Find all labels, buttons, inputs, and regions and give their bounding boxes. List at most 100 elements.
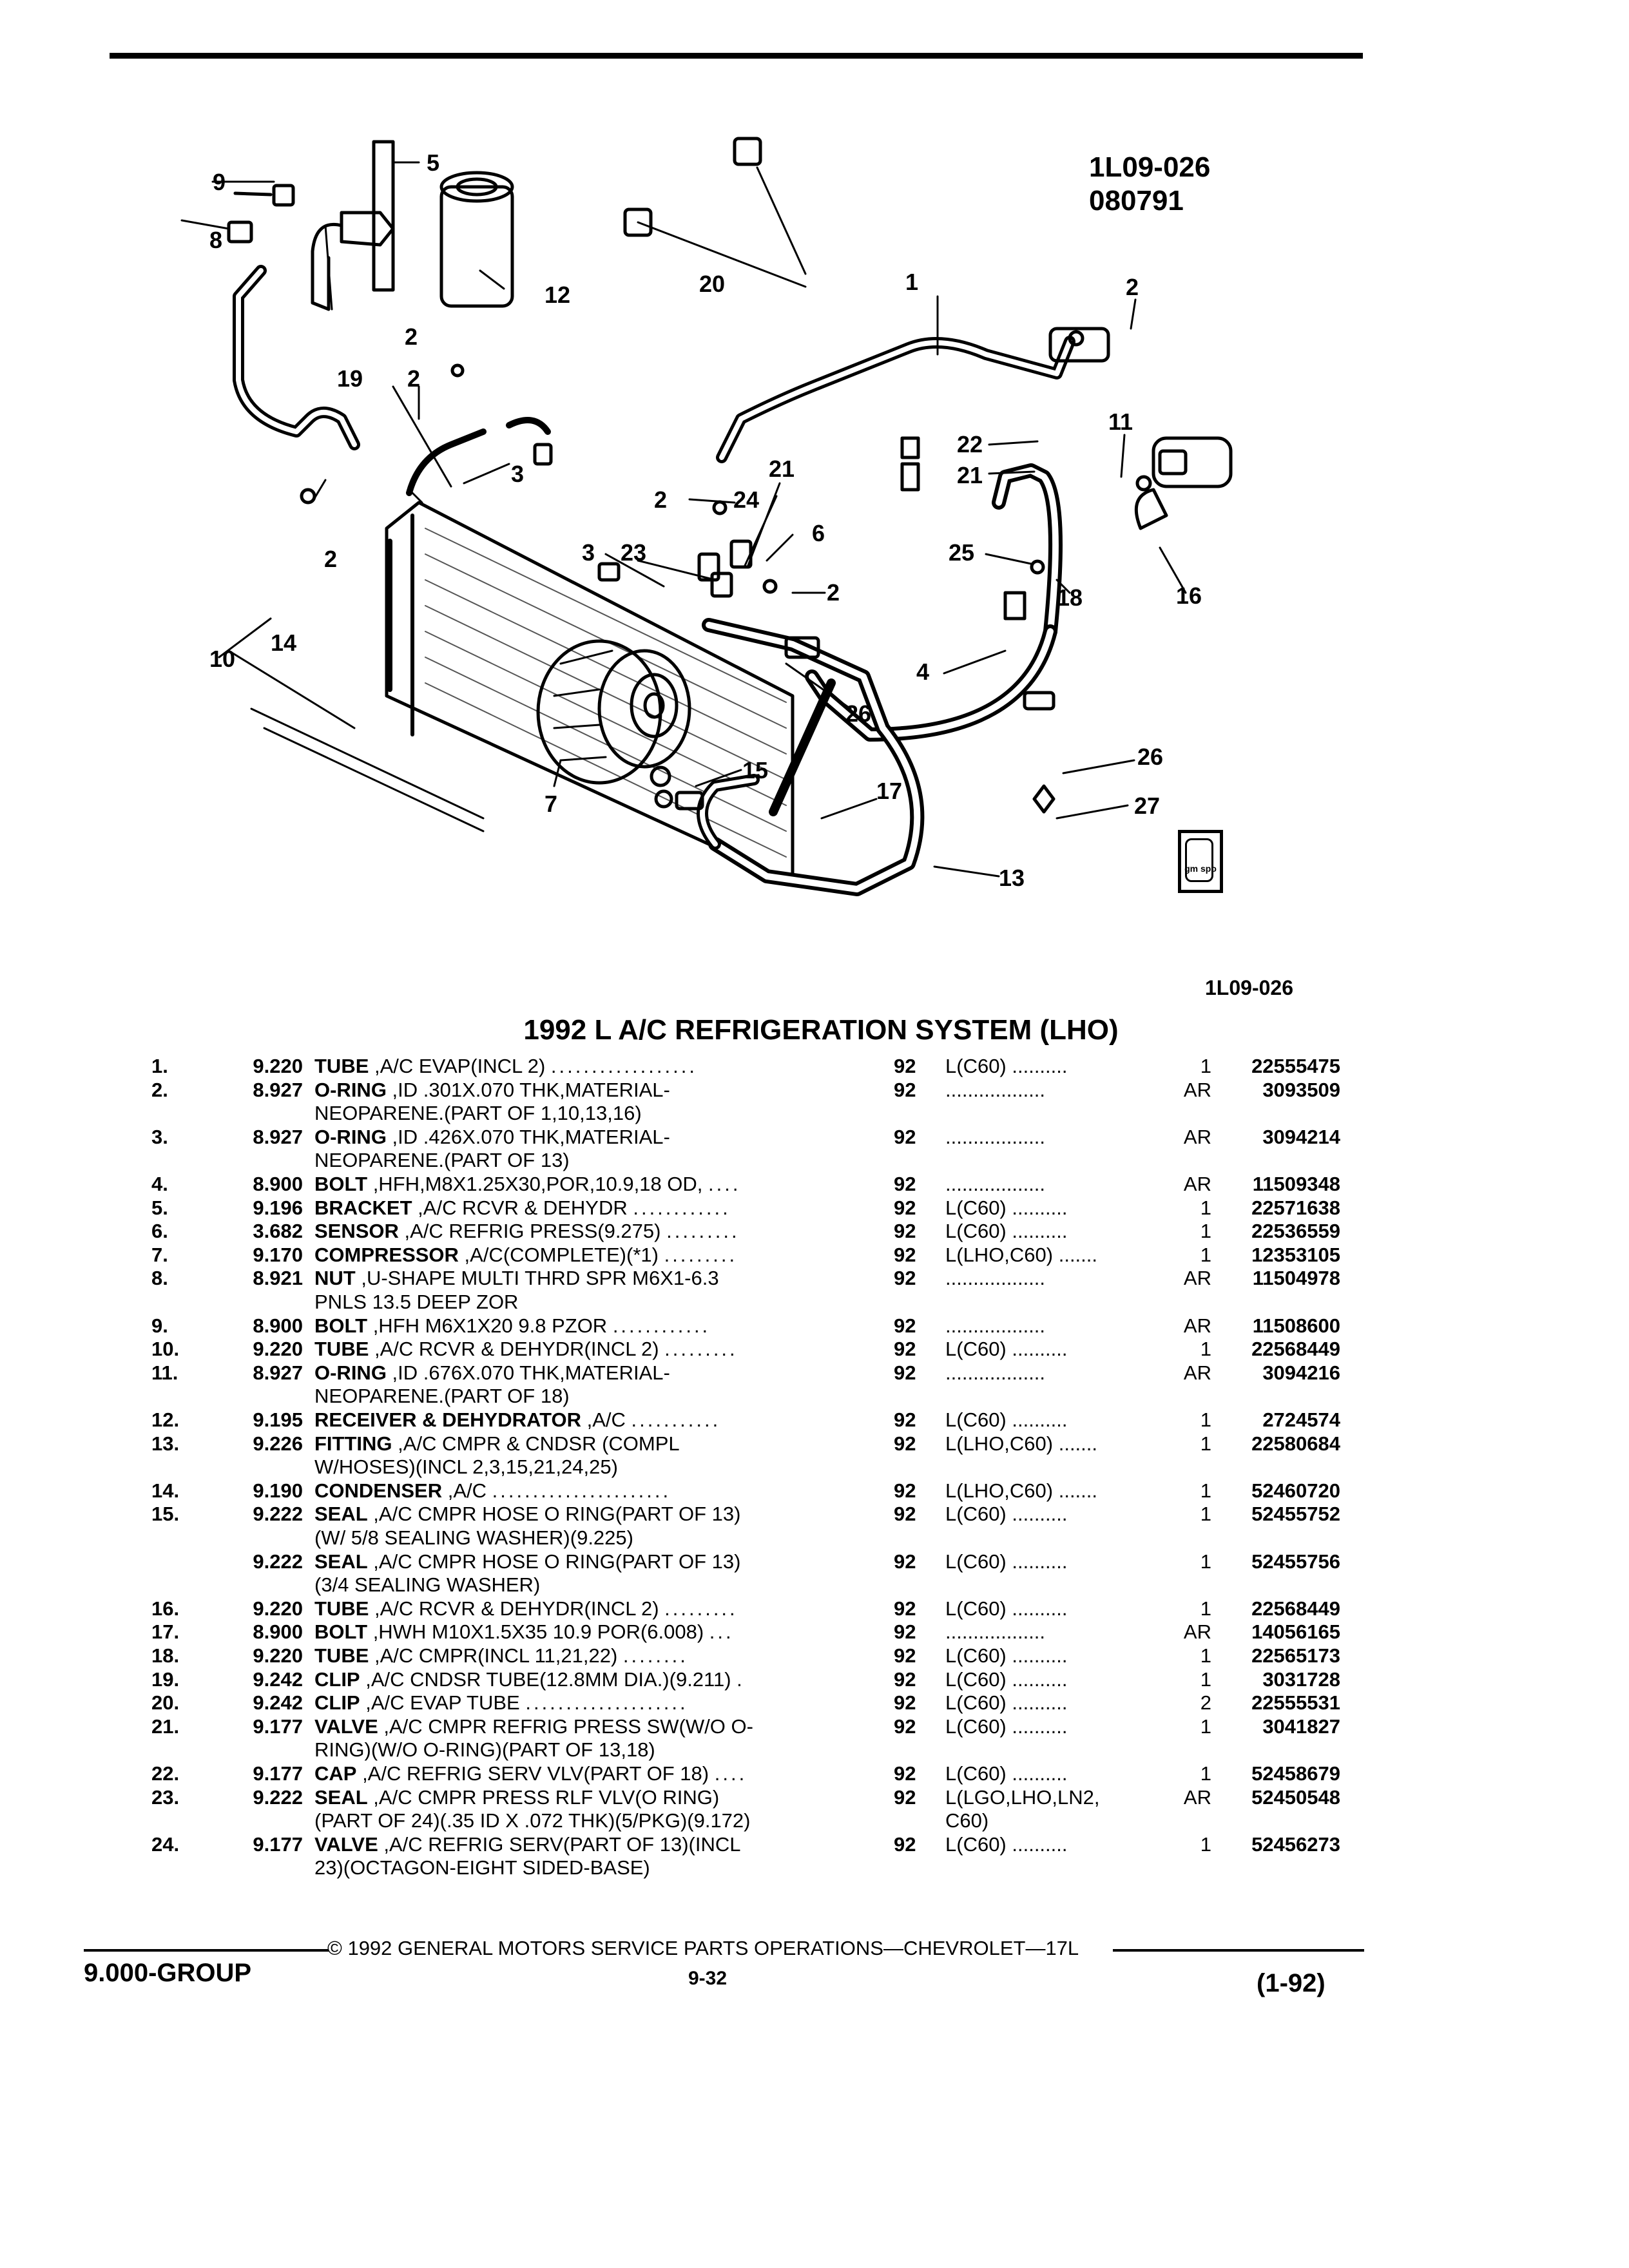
- part-number: 22568449: [1251, 1338, 1340, 1361]
- quantity: 1: [1200, 1503, 1211, 1526]
- item-number: 4.: [151, 1173, 168, 1195]
- part-number: 52460720: [1251, 1479, 1340, 1502]
- section-title: 1992 L A/C REFRIGERATION SYSTEM (LHO): [523, 1014, 1119, 1046]
- model-year: 92: [894, 1125, 916, 1148]
- item-number: 14.: [151, 1479, 180, 1502]
- item-name: TUBE: [314, 1055, 369, 1077]
- item-name: FITTING: [314, 1432, 392, 1455]
- footer-rule-right: [1113, 1949, 1364, 1952]
- quantity: 1: [1200, 1055, 1211, 1077]
- part-number: 14056165: [1251, 1620, 1340, 1644]
- model-usage: ..................: [945, 1125, 1046, 1148]
- part-number: 11509348: [1252, 1173, 1340, 1195]
- callout-labels: 9 8 5 12 2 20 1 2 19 2 10 2 3 22 21 11 2…: [209, 149, 1202, 891]
- callout-18: 18: [1057, 584, 1083, 611]
- item-name: TUBE: [314, 1338, 369, 1361]
- item-name: VALVE: [314, 1715, 378, 1738]
- group-number: 9.190: [253, 1479, 303, 1502]
- item-number: 21.: [151, 1715, 180, 1738]
- part-number: 3041827: [1262, 1715, 1340, 1738]
- item-name: SENSOR: [314, 1220, 399, 1243]
- item-detail: W/HOSES)(INCL 2,3,15,21,24,25): [314, 1456, 618, 1479]
- receiver-dehydrator-illustration: [311, 140, 514, 311]
- item-description: O-RING ,ID .676X.070 THK,MATERIAL-: [314, 1361, 862, 1385]
- item-number: 20.: [151, 1691, 180, 1715]
- quantity: 1: [1200, 1667, 1211, 1691]
- item-detail: ,A/C EVAP TUBE: [360, 1691, 526, 1715]
- group-number: 9.195: [253, 1408, 303, 1431]
- part-number: 22555531: [1251, 1691, 1340, 1715]
- model-usage: L(C60) ..........: [945, 1503, 1068, 1526]
- callout-11: 11: [1108, 408, 1133, 435]
- part-number: 3094216: [1262, 1361, 1340, 1384]
- model-year: 92: [894, 1644, 916, 1667]
- item-name: O-RING: [314, 1361, 387, 1384]
- group-number: 3.682: [253, 1220, 303, 1243]
- quantity: AR: [1183, 1785, 1211, 1809]
- group-number: 9.242: [253, 1667, 303, 1691]
- model-year: 92: [894, 1503, 916, 1526]
- item-description: NEOPARENE.(PART OF 1,10,13,16): [314, 1101, 862, 1125]
- figure-id-line1: 1L09-026: [1089, 151, 1211, 183]
- callout-20: 20: [699, 271, 725, 297]
- model-usage: L(C60) ..........: [945, 1550, 1068, 1573]
- tube-1-illustration: [716, 336, 1075, 463]
- copyright-notice: © 1992 GENERAL MOTORS SERVICE PARTS OPER…: [327, 1937, 1079, 1959]
- item-detail: ,ID .426X.070 THK,MATERIAL-: [386, 1125, 670, 1148]
- group-number: 9.226: [253, 1432, 303, 1455]
- callout-12: 12: [545, 282, 570, 308]
- part-number: 11508600: [1252, 1314, 1340, 1337]
- group-number: 9.220: [253, 1644, 303, 1667]
- item-number: 6.: [151, 1220, 168, 1243]
- item-detail: (W/ 5/8 SEALING WASHER)(9.225): [314, 1526, 633, 1549]
- item-description: BOLT ,HFH M6X1X20 9.8 PZOR ............: [314, 1314, 862, 1338]
- item-description: PNLS 13.5 DEEP ZOR: [314, 1290, 862, 1314]
- figure-id: 1L09-026 080791: [1089, 151, 1210, 218]
- model-usage: C60): [945, 1809, 989, 1832]
- item-name: BOLT: [314, 1314, 368, 1337]
- callout-16: 16: [1176, 582, 1202, 609]
- leader-dots: .........: [664, 1597, 738, 1620]
- part-number: 22571638: [1251, 1196, 1340, 1219]
- group-number: 9.222: [253, 1550, 303, 1573]
- item-name: COMPRESSOR: [314, 1243, 459, 1266]
- item-name: TUBE: [314, 1597, 369, 1620]
- quantity: 1: [1200, 1479, 1211, 1502]
- model-usage: L(LHO,C60) .......: [945, 1432, 1098, 1455]
- callout-4: 4: [916, 658, 929, 685]
- model-usage: L(LHO,C60) .......: [945, 1243, 1098, 1266]
- item-detail: ,ID .301X.070 THK,MATERIAL-: [386, 1078, 670, 1101]
- item-detail: NEOPARENE.(PART OF 1,10,13,16): [314, 1102, 642, 1125]
- item-detail: ,A/C CMPR PRESS RLF VLV(O RING): [367, 1785, 720, 1809]
- item-number: 16.: [151, 1597, 180, 1620]
- item-name: CONDENSER: [314, 1479, 443, 1502]
- item-number: 2.: [151, 1078, 168, 1101]
- model-usage: L(C60) ..........: [945, 1691, 1068, 1715]
- item-description: SENSOR ,A/C REFRIG PRESS(9.275) ........…: [314, 1219, 862, 1243]
- part-number: 22580684: [1251, 1432, 1340, 1455]
- model-year: 92: [894, 1361, 916, 1384]
- leader-dots: ....................: [525, 1691, 688, 1715]
- item-detail: ,A/C REFRIG PRESS(9.275): [398, 1220, 667, 1243]
- group-number: 8.927: [253, 1078, 303, 1101]
- model-year: 92: [894, 1243, 916, 1266]
- model-usage: L(C60) ..........: [945, 1055, 1068, 1077]
- item-name: SEAL: [314, 1503, 368, 1526]
- item-detail: ,A/C CNDSR TUBE(12.8MM DIA.)(9.211): [360, 1667, 737, 1691]
- item-description: 23)(OCTAGON-EIGHT SIDED-BASE): [314, 1856, 862, 1879]
- leader-dots: .: [737, 1667, 745, 1691]
- item-description: O-RING ,ID .426X.070 THK,MATERIAL-: [314, 1125, 862, 1149]
- item-description: CAP ,A/C REFRIG SERV VLV(PART OF 18) ...…: [314, 1762, 862, 1785]
- tube-18-illustration: [992, 463, 1063, 639]
- callout-15: 15: [742, 757, 768, 783]
- quantity: AR: [1183, 1125, 1211, 1148]
- quantity: AR: [1183, 1314, 1211, 1337]
- item-description: BOLT ,HWH M10X1.5X35 10.9 POR(6.008) ...: [314, 1620, 862, 1644]
- part-number: 22536559: [1251, 1220, 1340, 1243]
- item-description: (PART OF 24)(.35 ID X .072 THK)(5/PKG)(9…: [314, 1809, 862, 1832]
- callout-14: 14: [271, 629, 296, 656]
- model-year: 92: [894, 1408, 916, 1431]
- item-name: SEAL: [314, 1785, 368, 1809]
- item-detail: ,A/C CMPR HOSE O RING(PART OF 13): [367, 1550, 741, 1573]
- model-year: 92: [894, 1432, 916, 1455]
